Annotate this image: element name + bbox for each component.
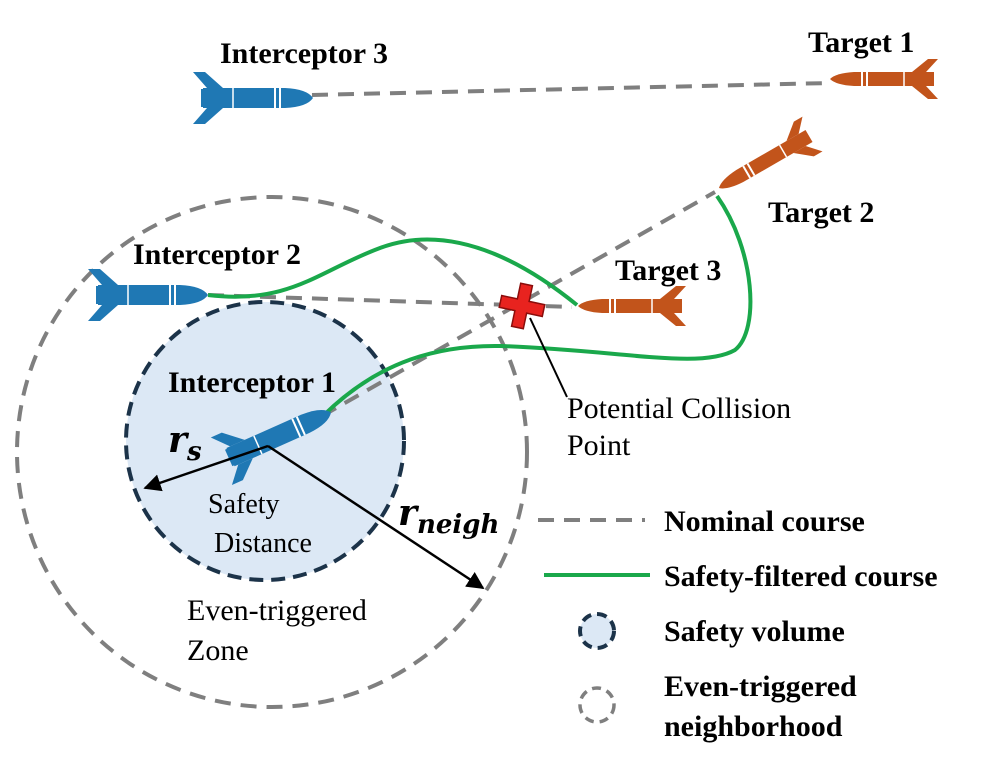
collision-label-line2: Point (567, 429, 631, 462)
legend-safety-volume-label: Safety volume (664, 615, 845, 648)
nominal-course-interceptor2 (207, 293, 573, 309)
safety-distance-line1: Safety (208, 489, 280, 520)
interceptor1-label: Interceptor 1 (168, 366, 336, 399)
legend-neighborhood-swatch (578, 686, 616, 724)
nominal-course-interceptor3 (311, 81, 831, 97)
zone-label-line1: Even-triggered (187, 594, 367, 627)
target3-missile-icon (577, 285, 687, 327)
target1-label: Target 1 (808, 26, 914, 59)
filtered-course-interceptor1 (322, 194, 753, 417)
filtered-course-interceptor2 (207, 237, 579, 307)
interceptor3-rocket-icon (192, 71, 314, 125)
r-neigh-label: rneigh (398, 492, 499, 540)
legend-filtered-label: Safety-filtered course (664, 560, 938, 593)
r-s-label: rs (168, 419, 202, 467)
interceptor2-rocket-icon (87, 268, 209, 322)
legend-nominal-label: Nominal course (664, 505, 865, 538)
target2-missile-icon (707, 115, 824, 207)
nominal-course-interceptor1 (321, 190, 716, 418)
legend-safety-volume-swatch (578, 612, 616, 650)
even-triggered-neighborhood (15, 195, 529, 709)
r-s-arrow (143, 444, 269, 492)
collision-pointer-line (529, 317, 568, 398)
safety-distance-line2: Distance (214, 528, 312, 559)
legend-neighborhood-label-line1: Even-triggered (664, 670, 857, 703)
target2-label: Target 2 (768, 196, 874, 229)
interceptor3-label: Interceptor 3 (220, 37, 388, 70)
collision-label-line1: Potential Collision (567, 392, 791, 425)
target3-label: Target 3 (615, 254, 721, 287)
legend: Nominal course Safety-filtered course Sa… (538, 505, 938, 743)
target1-missile-icon (829, 58, 939, 100)
interceptor2-label: Interceptor 2 (133, 238, 301, 271)
collision-cross-icon (498, 282, 546, 330)
legend-neighborhood-label-line2: neighborhood (664, 710, 843, 743)
zone-label-line2: Zone (187, 634, 249, 667)
r-neigh-arrow (267, 444, 485, 590)
